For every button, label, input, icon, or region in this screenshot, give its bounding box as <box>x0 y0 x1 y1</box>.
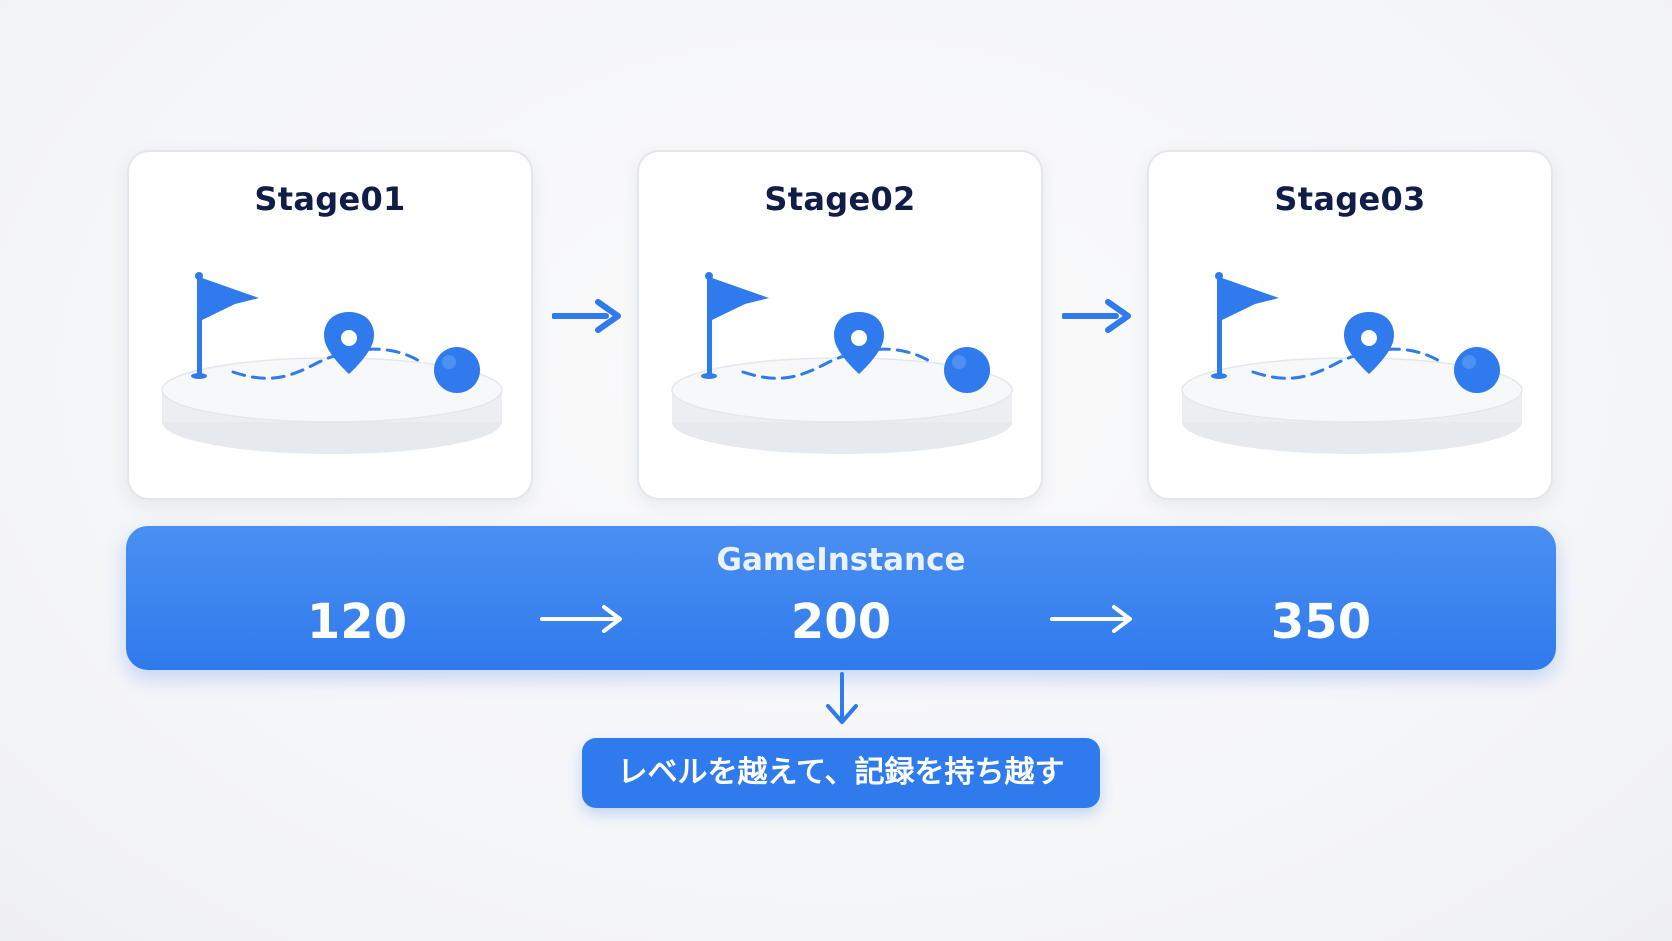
location-pin-icon <box>834 312 884 374</box>
ball-icon <box>434 347 480 393</box>
arrow-right-icon <box>552 299 621 333</box>
ball-icon <box>944 347 990 393</box>
flag-icon <box>1211 272 1279 379</box>
stage-scene <box>659 272 1025 462</box>
stage-scene <box>149 272 515 462</box>
game-instance-bar: GameInstance 120 200 350 <box>126 526 1556 670</box>
flag-icon <box>701 272 769 379</box>
stage-card-1: Stage01 <box>127 150 533 500</box>
arrow-down-icon <box>826 672 858 724</box>
stage-card-2: Stage02 <box>637 150 1043 500</box>
stage-title: Stage01 <box>254 180 406 218</box>
score-value-2: 200 <box>790 594 892 650</box>
location-pin-icon <box>1344 312 1394 374</box>
arrow-right-icon <box>1050 605 1132 633</box>
arrow-right-icon <box>540 605 622 633</box>
ball-icon <box>1454 347 1500 393</box>
stage-title: Stage03 <box>1274 180 1426 218</box>
score-value-1: 120 <box>306 594 408 650</box>
location-pin-icon <box>324 312 374 374</box>
stage-title: Stage02 <box>764 180 916 218</box>
flag-icon <box>191 272 259 379</box>
game-instance-title: GameInstance <box>716 542 966 578</box>
caption-box: レベルを越えて、記録を持ち越す <box>582 738 1100 808</box>
caption-text: レベルを越えて、記録を持ち越す <box>617 755 1065 790</box>
arrow-right-icon <box>1062 299 1131 333</box>
stage-card-3: Stage03 <box>1147 150 1553 500</box>
stage-scene <box>1169 272 1535 462</box>
score-value-3: 350 <box>1270 594 1372 650</box>
